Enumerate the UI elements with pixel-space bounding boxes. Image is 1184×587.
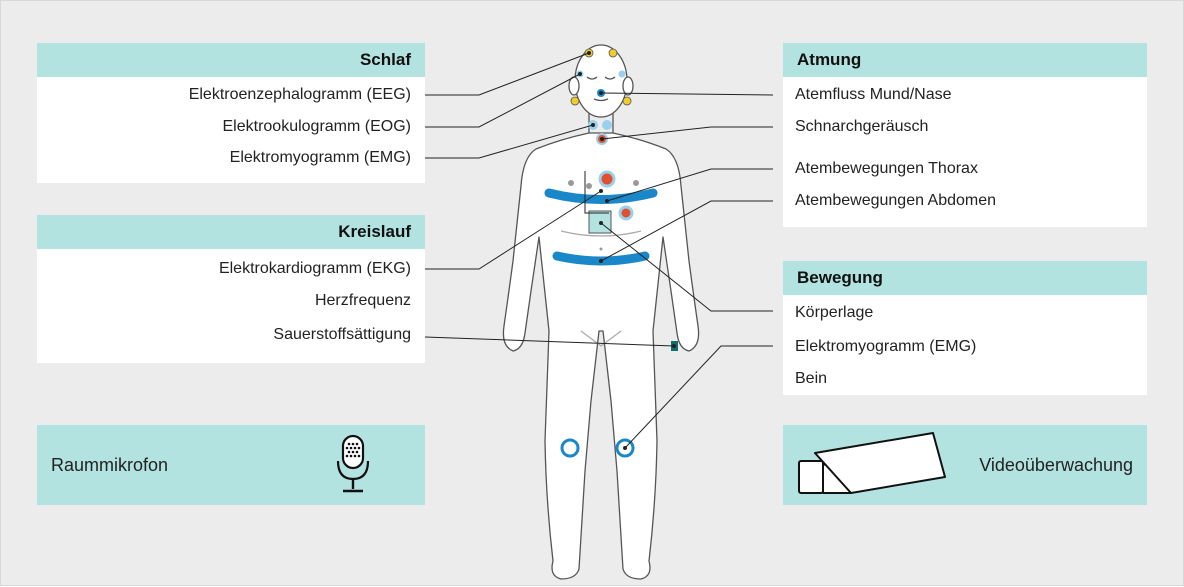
video-camera-icon bbox=[795, 425, 955, 505]
panel-title: Atmung bbox=[783, 43, 1147, 77]
room-microphone-label: Raummikrofon bbox=[51, 425, 168, 505]
item-eeg: Elektroenzephalogramm (EEG) bbox=[189, 85, 411, 105]
ecg-electrode bbox=[620, 207, 632, 219]
item-thorax: Atembewegungen Thorax bbox=[795, 159, 978, 179]
left-ear bbox=[569, 77, 579, 95]
panel-title: Kreislauf bbox=[37, 215, 425, 249]
panel-title: Schlaf bbox=[37, 43, 425, 77]
item-airflow: Atemfluss Mund/Nase bbox=[795, 85, 952, 105]
item-eog: Elektrookulogramm (EOG) bbox=[223, 117, 412, 137]
video-monitoring-box: Videoüberwachung bbox=[783, 425, 1147, 505]
eog-electrode bbox=[619, 71, 626, 78]
microphone-icon bbox=[333, 433, 373, 497]
item-ekg: Elektrokardiogramm (EKG) bbox=[219, 259, 411, 279]
panel-atmung: Atmung Atemfluss Mund/Nase Schnarchgeräu… bbox=[783, 43, 1147, 227]
panel-schlaf: Schlaf Elektroenzephalogramm (EEG) Elekt… bbox=[37, 43, 425, 183]
ecg-electrode bbox=[600, 172, 614, 186]
video-monitoring-label: Videoüberwachung bbox=[979, 425, 1133, 505]
panel-kreislauf: Kreislauf Elektrokardiogramm (EKG) Herzf… bbox=[37, 215, 425, 363]
room-microphone-box: Raummikrofon bbox=[37, 425, 425, 505]
item-emg: Elektromyogramm (EMG) bbox=[230, 148, 411, 168]
eeg-electrode bbox=[623, 97, 631, 105]
item-body-position: Körperlage bbox=[795, 303, 873, 323]
item-abdomen: Atembewegungen Abdomen bbox=[795, 191, 996, 211]
emg-electrode bbox=[602, 120, 612, 130]
panel-title: Bewegung bbox=[783, 261, 1147, 295]
panel-bewegung: Bewegung Körperlage Elektromyogramm (EMG… bbox=[783, 261, 1147, 395]
item-oxygen-saturation: Sauerstoffsättigung bbox=[273, 325, 411, 345]
item-snoring: Schnarchgeräusch bbox=[795, 117, 928, 137]
item-emg: Elektromyogramm (EMG) bbox=[795, 337, 976, 357]
leader-eog bbox=[425, 74, 580, 127]
eeg-electrode bbox=[571, 97, 579, 105]
leader-eeg bbox=[425, 53, 589, 95]
item-leg: Bein bbox=[795, 369, 827, 389]
eeg-electrode bbox=[609, 49, 617, 57]
item-heart-rate: Herzfrequenz bbox=[315, 291, 411, 311]
right-ear bbox=[623, 77, 633, 95]
